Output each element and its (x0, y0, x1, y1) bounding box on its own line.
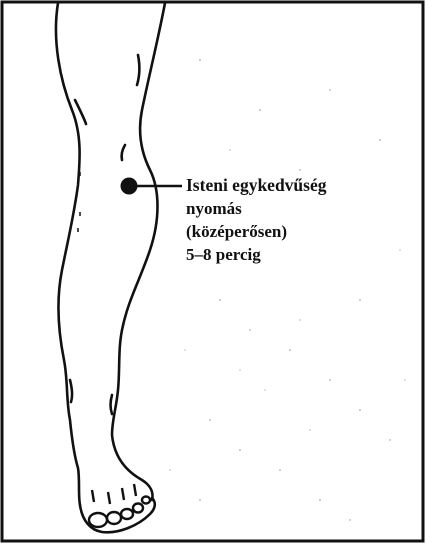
label-line-4: 5–8 percig (186, 243, 327, 266)
pressure-point-marker (121, 178, 138, 195)
label-title: Isteni egykedvűség (186, 174, 327, 197)
pressure-point-label: Isteni egykedvűség nyomás (középerősen) … (186, 174, 327, 266)
leg-outline (56, 3, 165, 532)
label-line-3: (középerősen) (186, 220, 327, 243)
label-line-2: nyomás (186, 197, 327, 220)
stipple-texture (169, 59, 405, 521)
